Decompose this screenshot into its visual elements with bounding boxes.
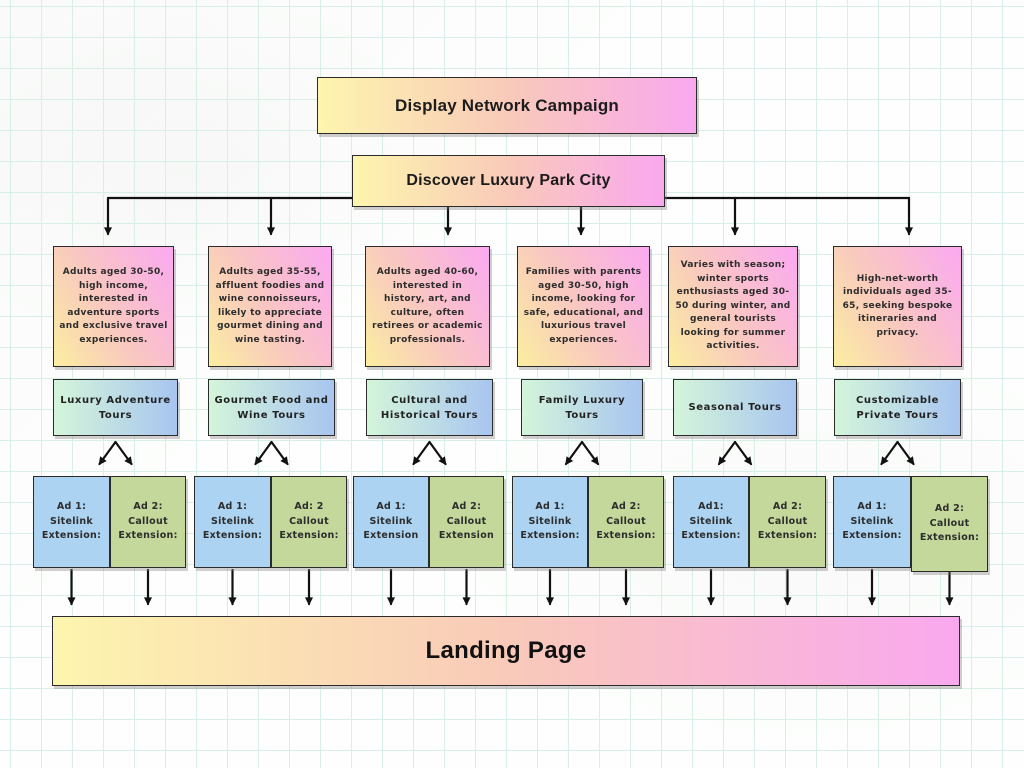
subcampaign-label: Discover Luxury Park City (406, 172, 611, 189)
ad-callout-label-1: Ad 2: Callout Extension: (118, 500, 178, 542)
ad-callout-node-4: Ad 2: Callout Extension: (588, 476, 664, 568)
audience-text-6: High-net-worth individuals aged 35-65, s… (842, 273, 953, 338)
landing-page-node: Landing Page (52, 616, 960, 686)
audience-text-3: Adults aged 40-60, interested in history… (372, 267, 483, 345)
audience-node-2: Adults aged 35-55, affluent foodies and … (208, 246, 332, 367)
adgroup-label-4: Family Luxury Tours (538, 394, 626, 421)
adgroup-node-1: Luxury Adventure Tours (53, 379, 178, 436)
campaign-title-node: Display Network Campaign (317, 77, 697, 134)
ad-callout-label-4: Ad 2: Callout Extension: (596, 500, 656, 542)
adgroup-node-3: Cultural and Historical Tours (366, 379, 493, 436)
ad-callout-node-3: Ad 2: Callout Extension (429, 476, 504, 568)
ad-callout-node-5: Ad 2: Callout Extension: (749, 476, 826, 568)
ad-callout-label-2: Ad: 2 Callout Extension: (279, 500, 339, 542)
ad-sitelink-label-6: Ad 1: Sitelink Extension: (842, 500, 902, 542)
campaign-title-label: Display Network Campaign (395, 95, 619, 115)
adgroup-label-5: Seasonal Tours (688, 402, 782, 413)
adgroup-label-2: Gourmet Food and Wine Tours (214, 394, 329, 421)
audience-text-5: Varies with season; winter sports enthus… (675, 260, 791, 352)
adgroup-label-3: Cultural and Historical Tours (380, 394, 479, 421)
ad-sitelink-node-5: Ad1: Sitelink Extension: (673, 476, 749, 568)
ad-callout-node-1: Ad 2: Callout Extension: (110, 476, 186, 568)
ad-callout-label-3: Ad 2: Callout Extension (438, 500, 495, 542)
audience-text-2: Adults aged 35-55, affluent foodies and … (215, 267, 325, 345)
ad-sitelink-node-3: Ad 1: Sitelink Extension (353, 476, 429, 568)
ad-callout-node-2: Ad: 2 Callout Extension: (271, 476, 347, 568)
adgroup-node-4: Family Luxury Tours (521, 379, 643, 436)
ad-sitelink-node-6: Ad 1: Sitelink Extension: (833, 476, 911, 568)
ad-sitelink-node-2: Ad 1: Sitelink Extension: (194, 476, 271, 568)
ad-callout-node-6: Ad 2: Callout Extension: (911, 476, 988, 572)
ad-sitelink-node-4: Ad 1: Sitelink Extension: (512, 476, 588, 568)
ad-sitelink-node-1: Ad 1: Sitelink Extension: (33, 476, 110, 568)
ad-callout-label-5: Ad 2: Callout Extension: (757, 500, 818, 542)
audience-node-5: Varies with season; winter sports enthus… (668, 246, 798, 367)
adgroup-label-6: Customizable Private Tours (855, 394, 940, 421)
adgroup-node-5: Seasonal Tours (673, 379, 797, 436)
ad-sitelink-label-5: Ad1: Sitelink Extension: (681, 500, 741, 542)
ad-sitelink-label-1: Ad 1: Sitelink Extension: (41, 500, 102, 542)
subcampaign-node: Discover Luxury Park City (352, 155, 665, 207)
ad-sitelink-label-4: Ad 1: Sitelink Extension: (520, 500, 580, 542)
ad-sitelink-label-3: Ad 1: Sitelink Extension (363, 500, 419, 542)
ad-sitelink-label-2: Ad 1: Sitelink Extension: (202, 500, 263, 542)
audience-text-4: Families with parents aged 30-50, high i… (523, 267, 644, 345)
audience-node-4: Families with parents aged 30-50, high i… (517, 246, 650, 367)
adgroup-node-2: Gourmet Food and Wine Tours (208, 379, 335, 436)
landing-page-label: Landing Page (425, 637, 587, 664)
audience-text-1: Adults aged 30-50, high income, interest… (59, 267, 168, 345)
ad-callout-label-6: Ad 2: Callout Extension: (919, 502, 980, 544)
adgroup-node-6: Customizable Private Tours (834, 379, 961, 436)
adgroup-label-1: Luxury Adventure Tours (60, 394, 171, 421)
audience-node-6: High-net-worth individuals aged 35-65, s… (833, 246, 962, 367)
audience-node-1: Adults aged 30-50, high income, interest… (53, 246, 174, 367)
audience-node-3: Adults aged 40-60, interested in history… (365, 246, 490, 367)
